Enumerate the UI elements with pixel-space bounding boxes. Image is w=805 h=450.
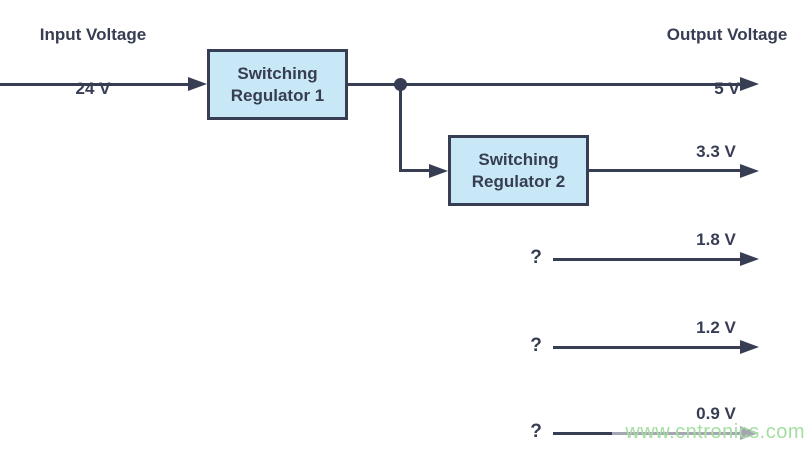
watermark: www.cntronics.com: [612, 421, 805, 444]
unknown-regulator-1-question: ?: [530, 247, 542, 268]
rail-5v-arrow-head: [740, 77, 759, 91]
rail-1v2-label: 1.2 V: [696, 318, 736, 337]
branch-right-wire: [398, 169, 432, 172]
output-voltage-title: Output Voltage: [666, 25, 788, 44]
rail-1v8-label: 1.8 V: [696, 230, 736, 249]
input-voltage-title: Input Voltage: [39, 25, 147, 44]
input-voltage-label: Input Voltage 24 V: [23, 21, 163, 102]
branch-down-wire: [398, 84, 402, 172]
switching-regulator-2-label: Switching Regulator 2: [471, 149, 566, 191]
rail-0v9-label: 0.9 V: [696, 404, 736, 423]
branch-arrow-head: [429, 163, 448, 178]
rail-1v8-arrow-head: [740, 252, 759, 266]
input-arrow-head: [188, 77, 207, 91]
rail-1v8-wire: [553, 257, 742, 261]
switching-regulator-2-box: Switching Regulator 2: [448, 135, 589, 206]
unknown-regulator-2-question: ?: [530, 335, 542, 356]
rail-5v-wire: [348, 82, 742, 86]
rail-1v2-arrow-head: [740, 340, 759, 354]
unknown-regulator-3-question: ?: [530, 421, 542, 442]
switching-regulator-1-label: Switching Regulator 1: [230, 63, 325, 105]
output-voltage-value: 5 V: [714, 79, 740, 98]
output-voltage-label: Output Voltage 5 V: [652, 21, 802, 102]
rail-3v3-arrow-head: [740, 163, 759, 178]
rail-1v2-wire: [553, 345, 742, 349]
input-wire: [0, 82, 190, 86]
switching-regulator-1-box: Switching Regulator 1: [207, 49, 348, 120]
rail-3v3-label: 3.3 V: [696, 142, 736, 161]
rail-3v3-wire: [589, 169, 742, 172]
